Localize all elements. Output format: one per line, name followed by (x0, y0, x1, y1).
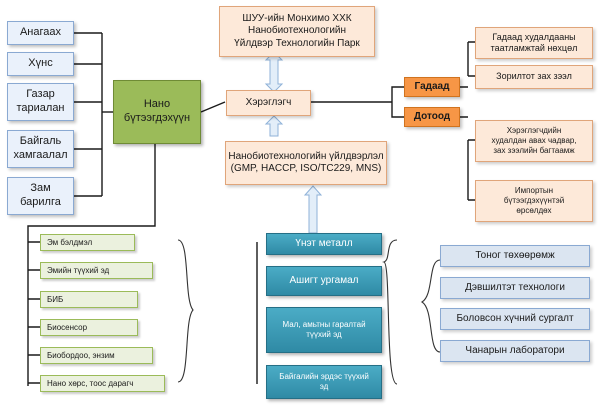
domestic-item-line-3: өрсөлдөх (516, 206, 552, 215)
nano-products-box: Нано бүтээгдэхүүн (113, 80, 201, 144)
external-item-market: Зорилтот зах зээл (475, 65, 593, 89)
resource-label: Боловсон хүчний сургалт (456, 312, 574, 324)
raw-material-line-2: эд (319, 382, 329, 391)
resource-technology: Дэвшилтэт технологи (440, 277, 590, 299)
production-line-2: (GMP, HACCP, ISO/TC229, MNS) (230, 163, 382, 174)
resource-equipment: Тоног төхөөрөмж (440, 245, 590, 267)
product-item: Эмийн түүхий эд (40, 262, 153, 279)
raw-material-line-1: Байгалийн эрдэс түүхий (279, 372, 369, 381)
nano-line-1: Нано (143, 98, 171, 111)
raw-material-label: Үнэт металл (295, 237, 353, 249)
technology-park-line-1: ШУУ-ийн Монхимо ХХК (242, 12, 352, 24)
technology-park-line-3: Үйлдвэр Технологийн Парк (234, 37, 360, 49)
product-label: Биосенсор (47, 322, 88, 332)
user-box: Хэрэглэгч (226, 90, 311, 116)
product-label: Биобордоо, энзим (47, 350, 115, 360)
domestic-item-line-2: худалдан авах чадвар, (491, 136, 577, 145)
product-label: Эмийн түүхий эд (47, 265, 110, 275)
domestic-item-line-3: зах зээлийн багтаамж (493, 146, 575, 155)
production-line-1: Нанобиотехнологийн үйлдвэрлэл (228, 150, 384, 162)
raw-material-line-1: Мал, амьтны гаралтай (282, 320, 366, 329)
domestic-item-import: Импортын бүтээгдэхүүнтэй өрсөлдөх (475, 180, 593, 222)
sector-label-line-1: Газар (26, 88, 55, 101)
domestic-item-line-1: Импортын (514, 186, 554, 195)
sector-label-line-1: Зам (30, 182, 51, 195)
technology-park-box: ШУУ-ийн Монхимо ХХК Нанобиотехнологийн Ү… (219, 6, 375, 57)
raw-material-minerals: Байгалийн эрдэс түүхий эд (266, 365, 382, 399)
user-label: Хэрэглэгч (245, 96, 292, 108)
product-item: Биосенсор (40, 319, 138, 336)
nano-line-2: бүтээгдэхүүн (123, 112, 191, 124)
technology-park-line-2: Нанобиотехнологийн (247, 25, 347, 37)
resource-label: Тоног төхөөрөмж (475, 249, 555, 261)
domestic-label: Дотоод (413, 110, 451, 122)
sector-construction: Зам барилга (7, 177, 74, 215)
product-label: БИБ (47, 294, 64, 304)
sector-label-line-2: хамгаалал (13, 149, 68, 161)
sector-label-line-1: Байгаль (19, 135, 62, 148)
sector-label: Хүнс (28, 57, 53, 70)
sector-medicine: Анагаах (7, 21, 74, 45)
product-item: Эм бэлдмэл (40, 234, 135, 251)
domestic-item-line-2: бүтээгдэхүүнтэй (503, 196, 565, 205)
external-item-label: Зорилтот зах зээл (496, 71, 572, 82)
product-item: Биобордоо, энзим (40, 347, 153, 364)
sector-environment: Байгаль хамгаалал (7, 130, 74, 168)
external-item-line-2: таатламжтай нөхцөл (490, 43, 578, 53)
sector-label-line-2: барилга (20, 196, 61, 208)
external-label-box: Гадаад (404, 77, 460, 97)
sector-label-line-2: тариалан (16, 102, 65, 114)
product-label: Эм бэлдмэл (47, 237, 93, 247)
raw-material-line-2: түүхий эд (306, 330, 342, 339)
raw-material-animal: Мал, амьтны гаралтай түүхий эд (266, 307, 382, 353)
external-item-line-1: Гадаад худалдааны (492, 31, 576, 42)
domestic-item-line-1: Хэрэглэгчдийн (506, 126, 562, 135)
sector-agriculture: Газар тариалан (7, 83, 74, 121)
sector-label: Анагаах (19, 26, 62, 39)
domestic-label-box: Дотоод (404, 107, 460, 127)
domestic-item-demand: Хэрэглэгчдийн худалдан авах чадвар, зах … (475, 120, 593, 162)
product-label: Нано хөрс, тоос дарагч (47, 378, 134, 388)
raw-material-plants: Ашигт ургамал (266, 266, 382, 296)
resource-training: Боловсон хүчний сургалт (440, 308, 590, 330)
product-item: БИБ (40, 291, 138, 308)
external-item-trade: Гадаад худалдааны таатламжтай нөхцөл (475, 27, 593, 59)
raw-material-metal: Үнэт металл (266, 233, 382, 255)
production-box: Нанобиотехнологийн үйлдвэрлэл (GMP, HACC… (225, 141, 387, 185)
resource-label: Чанарын лаборатори (465, 344, 565, 356)
resource-label: Дэвшилтэт технологи (465, 281, 565, 293)
resource-laboratory: Чанарын лаборатори (440, 340, 590, 362)
product-item: Нано хөрс, тоос дарагч (40, 375, 165, 392)
external-label: Гадаад (414, 80, 450, 92)
raw-material-label: Ашигт ургамал (289, 274, 359, 286)
sector-food: Хүнс (7, 52, 74, 76)
